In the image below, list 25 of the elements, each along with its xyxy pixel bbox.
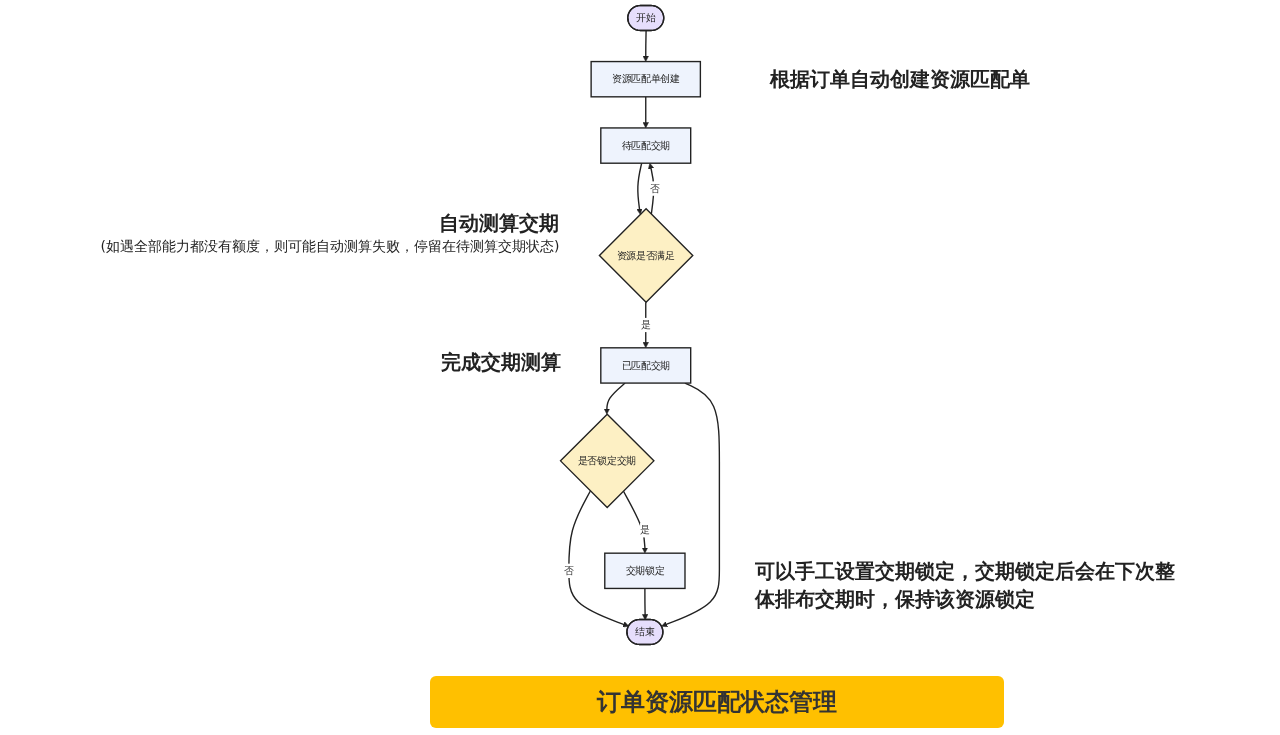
node-box: 交期锁定 bbox=[604, 552, 686, 590]
arrow bbox=[636, 162, 643, 215]
annotation-note: (如遇全部能力都没有额度，则可能自动测算失败，停留在待测算交期状态) bbox=[100, 236, 560, 256]
annotation-text: 完成交期测算 bbox=[440, 348, 561, 376]
edge-label: 是 bbox=[640, 524, 650, 536]
node-diamond: 资源是否满足 bbox=[598, 207, 694, 304]
annotation-text: 根据订单自动创建资源匹配单 bbox=[770, 66, 1031, 94]
arrow bbox=[603, 382, 626, 415]
node-box: 已匹配交期 bbox=[600, 347, 692, 384]
annotation-text: 可以手工设置交期锁定，交期锁定后会在下次整体排布交期时，保持该资源锁定 bbox=[755, 557, 1175, 613]
arrow bbox=[642, 96, 649, 129]
arrow bbox=[648, 162, 655, 216]
edge-label: 否 bbox=[564, 564, 574, 576]
edge-label: 是 bbox=[640, 319, 651, 331]
node-box: 资源匹配单创建 bbox=[590, 60, 702, 98]
arrow bbox=[642, 587, 649, 621]
arrow bbox=[661, 382, 721, 628]
annotation-text: 自动测算交期 bbox=[438, 209, 560, 237]
arrow bbox=[622, 490, 648, 554]
node-box: 待匹配交期 bbox=[600, 127, 692, 164]
node-diamond: 是否锁定交期 bbox=[559, 413, 655, 509]
arrow bbox=[642, 30, 649, 62]
title-banner: 订单资源匹配状态管理 bbox=[430, 676, 1004, 728]
arrow bbox=[568, 490, 630, 628]
edge-label: 否 bbox=[649, 182, 660, 194]
